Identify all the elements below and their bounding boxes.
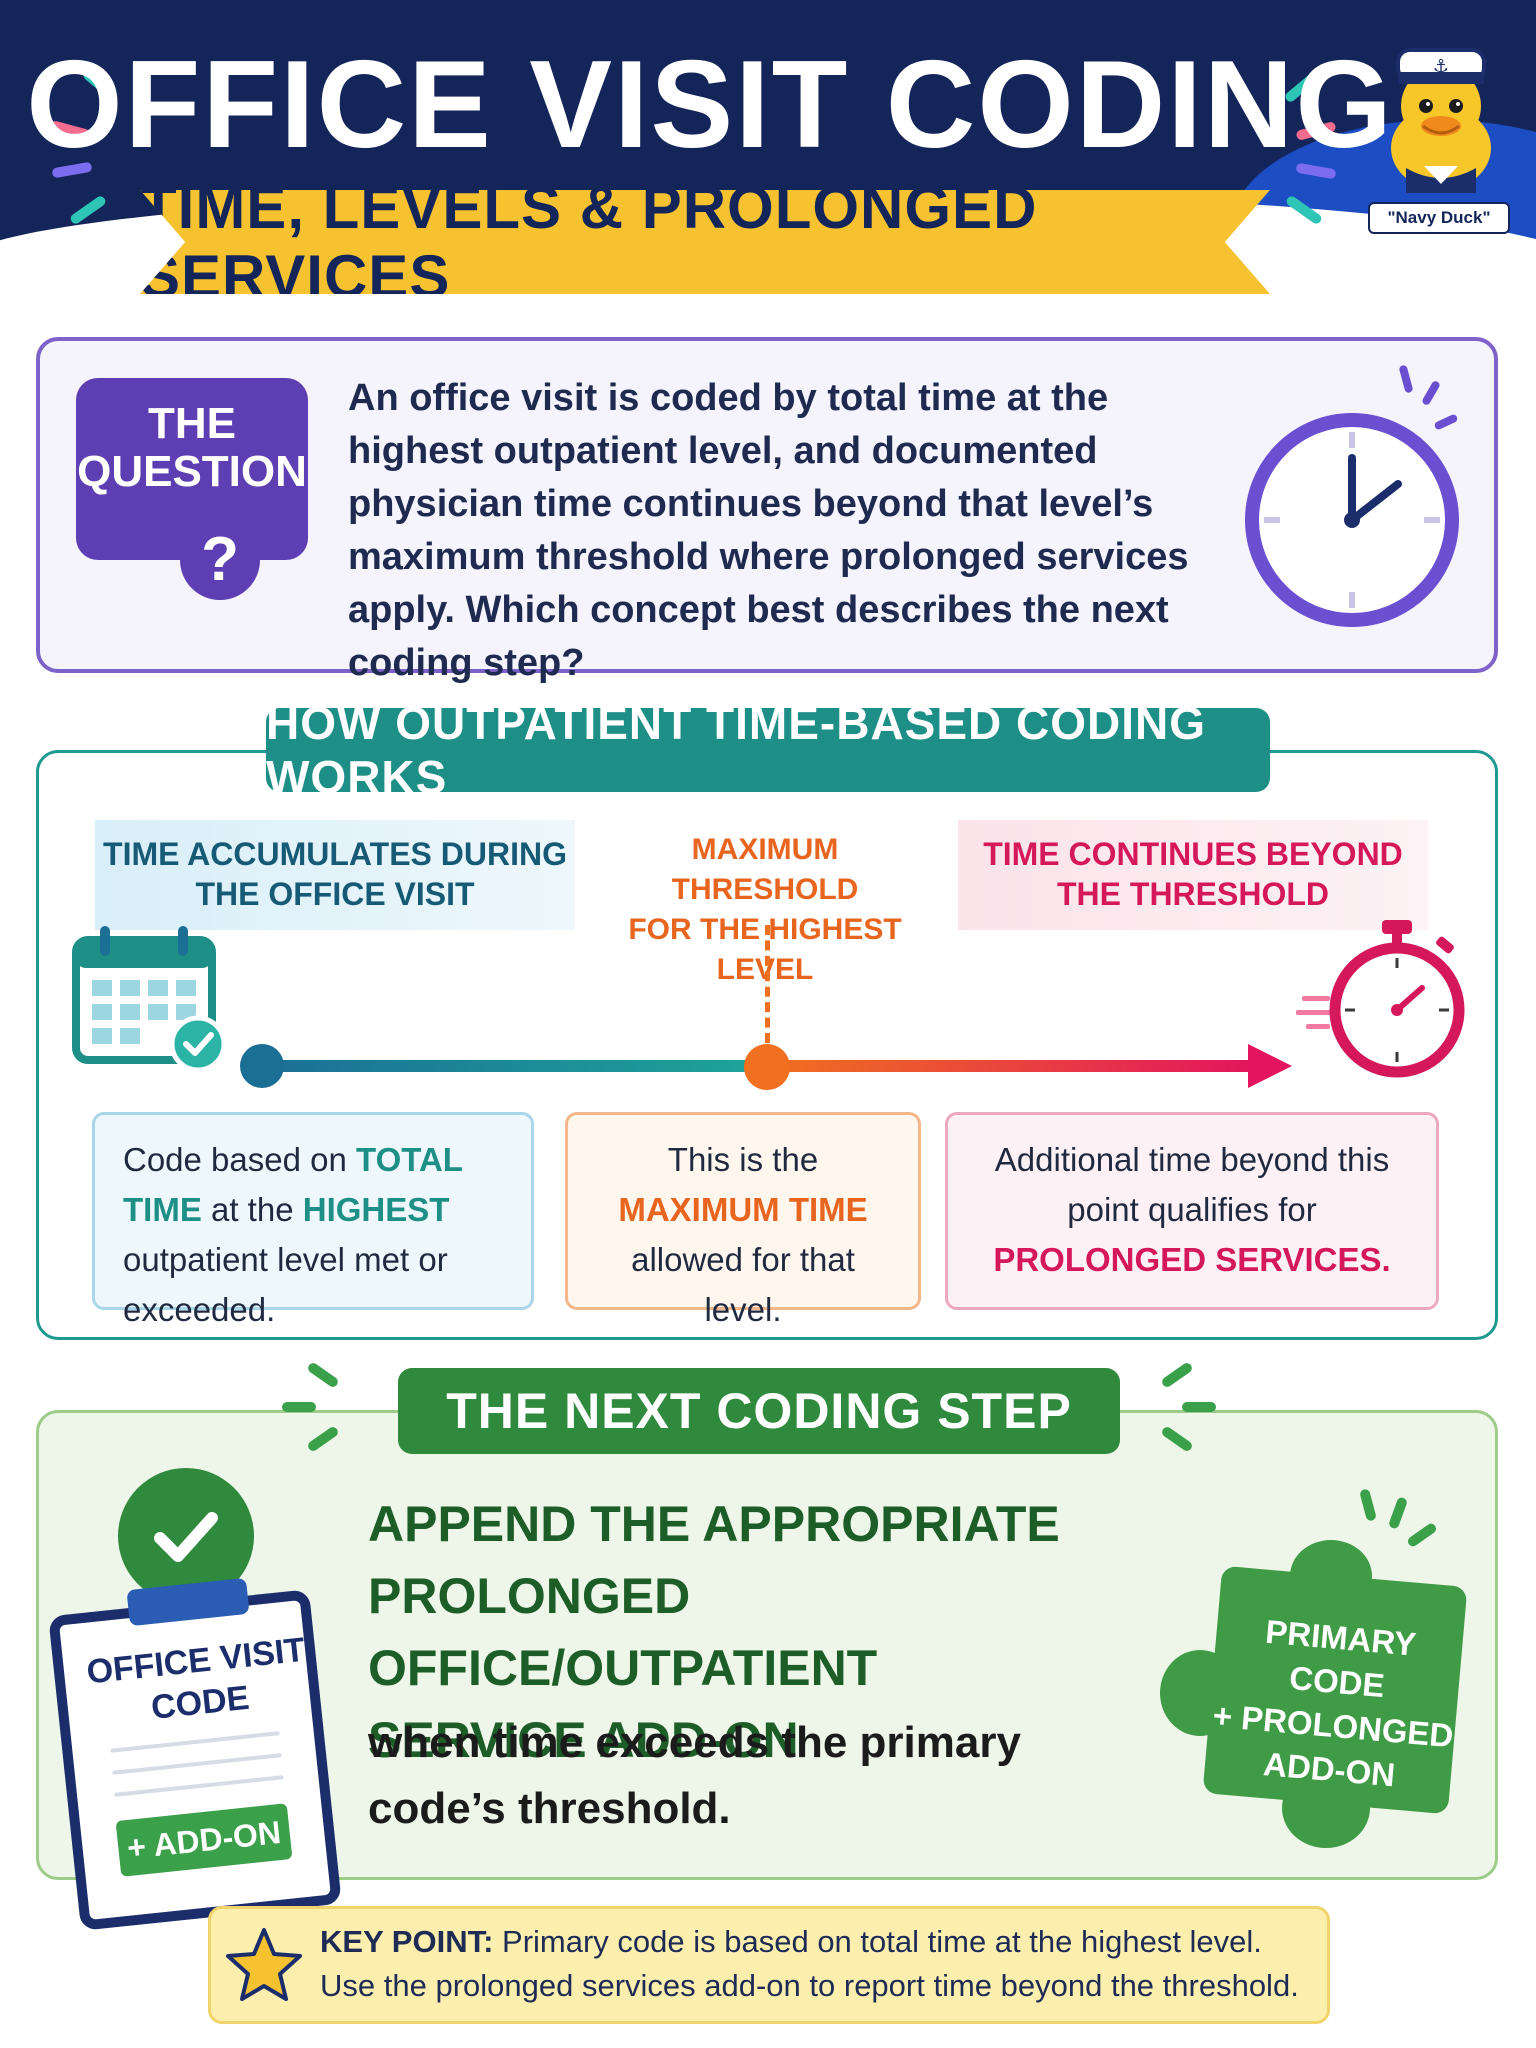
card1-text-post: outpatient level met or exceeded.	[123, 1241, 448, 1328]
subtitle-ribbon: TIME, LEVELS & PROLONGED SERVICES	[140, 190, 1270, 294]
question-mark-icon: ?	[180, 520, 260, 600]
stage2-label-line1: MAXIMUM THRESHOLD	[671, 833, 859, 906]
next-heading-line2: PROLONGED OFFICE/OUTPATIENT	[368, 1568, 878, 1696]
next-step-body: when time exceeds the primary code’s thr…	[368, 1710, 1128, 1842]
card1-highlight-highest: HIGHEST	[302, 1191, 450, 1228]
stage-max-threshold-label: MAXIMUM THRESHOLD FOR THE HIGHEST LEVEL	[600, 830, 930, 990]
question-badge-line1: THE	[148, 399, 236, 448]
card1-highlight-total-time: TOTAL TIME	[123, 1141, 463, 1228]
card1-text-mid: at the	[201, 1191, 303, 1228]
stage-beyond-threshold-label: TIME CONTINUES BEYOND THE THRESHOLD	[958, 820, 1428, 930]
key-point-label: KEY POINT:	[320, 1924, 494, 1959]
timeline-accumulation-segment	[262, 1060, 772, 1072]
puzzle-text: PRIMARY CODE + PROLONGED ADD-ON	[1205, 1606, 1465, 1803]
card3-text-pre: Additional time beyond this point qualif…	[994, 1141, 1390, 1228]
clock-icon	[1245, 365, 1459, 627]
next-heading-line1: APPEND THE APPROPRIATE	[368, 1496, 1060, 1552]
stage-time-accumulates-label: TIME ACCUMULATES DURING THE OFFICE VISIT	[95, 820, 575, 930]
timeline-start-node	[240, 1044, 284, 1088]
card3-highlight-prolonged: PROLONGED SERVICES.	[993, 1241, 1391, 1278]
next-step-title: THE NEXT CODING STEP	[398, 1368, 1120, 1454]
mascot-label: "Navy Duck"	[1368, 202, 1510, 234]
card2-text-pre: This is the	[667, 1141, 819, 1178]
stage1-label-line1: TIME ACCUMULATES DURING	[103, 836, 567, 872]
stage3-label-line1: TIME CONTINUES BEYOND	[983, 836, 1403, 872]
card2-highlight-maximum-time: MAXIMUM TIME	[618, 1191, 868, 1228]
key-point-line1: Primary code is based on total time at t…	[493, 1924, 1262, 1959]
timeline-threshold-node	[744, 1044, 790, 1090]
info-card-prolonged-services: Additional time beyond this point qualif…	[945, 1112, 1439, 1310]
question-badge-line2: QUESTION	[77, 447, 307, 496]
stage1-label-line2: THE OFFICE VISIT	[195, 876, 475, 912]
page-subtitle: TIME, LEVELS & PROLONGED SERVICES	[140, 174, 1038, 310]
next-body-line2: code’s threshold.	[368, 1784, 731, 1833]
key-point-text: KEY POINT: Primary code is based on tota…	[320, 1920, 1320, 2008]
next-body-line1: when time exceeds the primary	[368, 1718, 1021, 1767]
card2-text-post: allowed for that level.	[631, 1241, 855, 1328]
threshold-dashed-line	[765, 925, 770, 1043]
page-title: OFFICE VISIT CODING	[26, 36, 1394, 174]
next-step-heading: APPEND THE APPROPRIATE PROLONGED OFFICE/…	[368, 1488, 1188, 1776]
timeline-prolonged-segment	[768, 1060, 1256, 1072]
star-icon	[226, 1928, 302, 2001]
stage3-label-line2: THE THRESHOLD	[1057, 876, 1329, 912]
svg-text:⚓: ⚓	[1433, 56, 1449, 77]
how-it-works-title: HOW OUTPATIENT TIME-BASED CODING WORKS	[266, 697, 1270, 803]
stopwatch-icon	[1296, 920, 1465, 1078]
info-card-maximum-time: This is the MAXIMUM TIME allowed for tha…	[565, 1112, 921, 1328]
next-heading-line3: SERVICE ADD-ON	[368, 1712, 799, 1768]
key-point-line2: Use the prolonged services add-on to rep…	[320, 1968, 1299, 2003]
info-card-total-time: Code based on TOTAL TIME at the HIGHEST …	[92, 1112, 534, 1328]
calendar-check-icon	[72, 926, 227, 1073]
key-point-box	[208, 1906, 1330, 2024]
card1-text-pre: Code based on	[123, 1141, 357, 1178]
navy-duck-mascot-icon: ⚓	[1391, 48, 1491, 193]
question-text: An office visit is coded by total time a…	[348, 377, 1189, 684]
timeline-arrow-head-icon	[1248, 1044, 1292, 1088]
